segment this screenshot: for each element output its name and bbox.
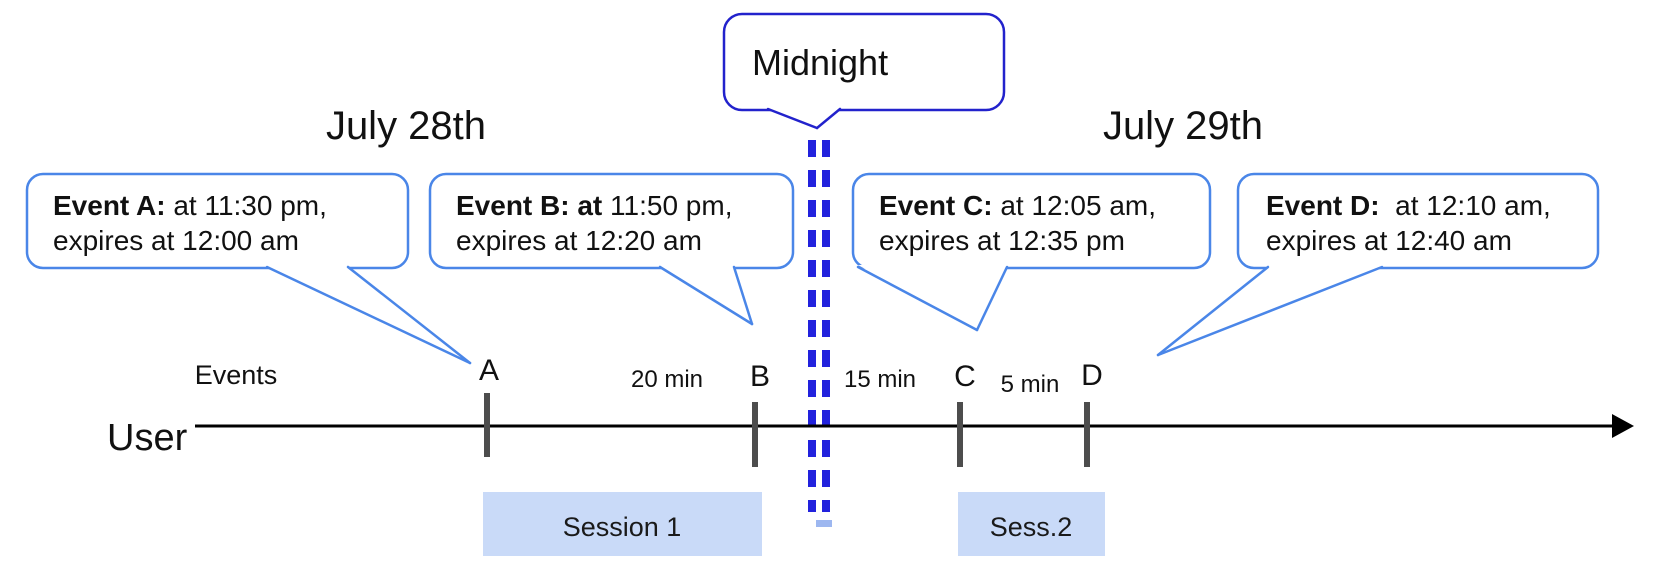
midnight-label: Midnight: [752, 42, 888, 83]
title-july-28th: July 28th: [326, 104, 486, 148]
event-a-time: at 11:30 pm,: [166, 190, 327, 221]
midnight-tail-edge: [815, 107, 842, 130]
interval-label-15min: 15 min: [844, 366, 916, 393]
event-b-tail-edge: [658, 265, 754, 326]
dash-end-fade: [816, 520, 832, 527]
session-1: Session 1: [483, 492, 762, 556]
event-a-title: Event A:: [53, 190, 166, 221]
interval-label-20min: 20 min: [631, 366, 703, 393]
timeline-arrow: [195, 414, 1634, 438]
interval-label-5min: 5 min: [1001, 371, 1060, 398]
midnight-dashed-line: [808, 140, 832, 527]
event-a-callout: Event A: at 11:30 pm, expires at 12:00 a…: [25, 172, 472, 365]
midnight-callout-box: [722, 12, 1006, 112]
events-axis-label: Events: [195, 360, 278, 390]
event-c-callout: Event C: at 12:05 am, expires at 12:35 p…: [851, 172, 1212, 332]
arrowhead-icon: [1612, 414, 1634, 438]
user-label: User: [107, 417, 188, 459]
tick-a: [484, 393, 490, 457]
event-c-text-line1: Event C: at 12:05 am,: [879, 190, 1156, 221]
session-1-box: [483, 492, 762, 556]
event-a-tail-edge: [346, 265, 472, 365]
event-b-time: 11:50 pm,: [602, 190, 732, 221]
event-b-text-line2: expires at 12:20 am: [456, 225, 702, 256]
session-2-box: [958, 492, 1105, 556]
event-c-title: Event C:: [879, 190, 993, 221]
event-d-box: [1236, 172, 1600, 270]
event-d-text-line1: Event D: at 12:10 am,: [1266, 190, 1551, 221]
session-1-label: Session 1: [563, 512, 682, 542]
event-d-time: at 12:10 am,: [1380, 190, 1551, 221]
event-d-tail-edge: [1156, 265, 1384, 357]
event-d-tail-edge: [1156, 265, 1270, 357]
event-a-box: [25, 172, 410, 270]
event-b-tail-edge: [732, 265, 754, 326]
tick-c: [957, 402, 963, 467]
event-c-time: at 12:05 am,: [993, 190, 1156, 221]
tick-label-a: A: [479, 354, 499, 387]
event-c-box: [851, 172, 1212, 270]
event-c-tail-edge: [975, 265, 1009, 332]
tick-label-d: D: [1081, 359, 1103, 392]
session-2: Sess.2: [958, 492, 1105, 556]
event-b-callout: Event B: at 11:50 pm, expires at 12:20 a…: [428, 172, 795, 326]
event-a-text-line2: expires at 12:00 am: [53, 225, 299, 256]
event-d-callout: Event D: at 12:10 am, expires at 12:40 a…: [1156, 172, 1600, 357]
event-b-box: [428, 172, 795, 270]
event-c-text-line2: expires at 12:35 pm: [879, 225, 1125, 256]
tick-b: [752, 402, 758, 467]
midnight-tail-edge: [766, 107, 819, 130]
tick-label-c: C: [954, 360, 976, 393]
event-d-text-line2: expires at 12:40 am: [1266, 225, 1512, 256]
event-b-text-line1: Event B: at 11:50 pm,: [456, 190, 732, 221]
tick-d: [1084, 402, 1090, 467]
event-c-tail: [858, 265, 1007, 330]
event-c-tail-edge: [856, 265, 979, 332]
event-a-tail-edge: [265, 265, 472, 365]
event-d-title: Event D:: [1266, 190, 1380, 221]
tick-label-b: B: [750, 360, 770, 393]
midnight-callout: Midnight: [722, 12, 1006, 130]
session-2-label: Sess.2: [990, 512, 1073, 542]
title-july-29th: July 29th: [1103, 104, 1263, 148]
event-a-text-line1: Event A: at 11:30 pm,: [53, 190, 327, 221]
event-b-title: Event B: at: [456, 190, 602, 221]
